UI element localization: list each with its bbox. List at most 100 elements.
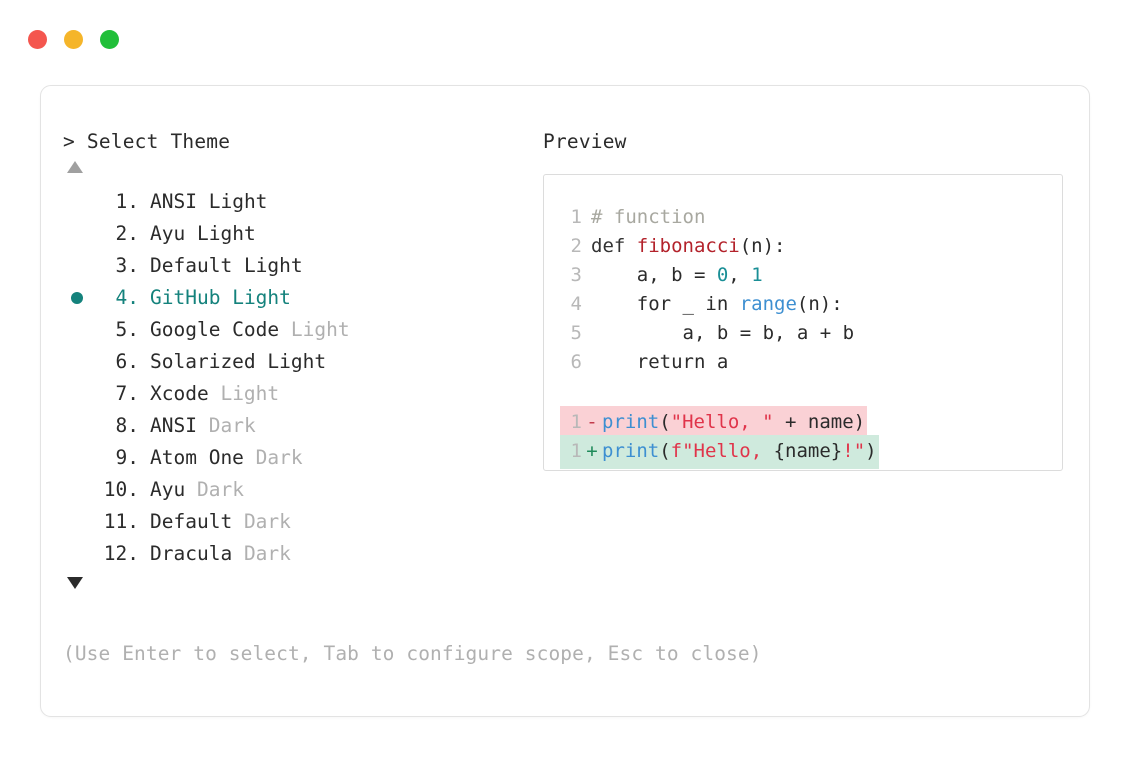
diff-sign: - bbox=[586, 411, 598, 433]
theme-name-separator bbox=[279, 314, 291, 346]
theme-index: 7. bbox=[115, 382, 139, 405]
theme-name-separator bbox=[244, 442, 256, 474]
code-token: ) bbox=[865, 440, 877, 462]
theme-name-separator bbox=[232, 506, 244, 538]
selected-bullet-icon bbox=[71, 292, 83, 304]
theme-name-separator bbox=[185, 474, 197, 506]
theme-index: 1. bbox=[115, 190, 139, 213]
theme-name: Xcode bbox=[150, 382, 209, 405]
scroll-down-indicator[interactable] bbox=[63, 570, 533, 596]
theme-list-item[interactable]: 11.Default Dark bbox=[63, 506, 533, 538]
code-token: fibonacci bbox=[636, 235, 740, 257]
theme-name-separator bbox=[209, 378, 221, 410]
theme-name: Ayu bbox=[150, 222, 186, 245]
code-line-text: a, b = b, a + b bbox=[582, 319, 855, 348]
code-token: (n): bbox=[796, 293, 843, 315]
code-line: 1# function bbox=[560, 203, 1062, 232]
code-token: a, b = bbox=[591, 264, 717, 286]
theme-name: ANSI bbox=[150, 414, 197, 437]
theme-name: GitHub bbox=[150, 286, 221, 309]
code-token: print bbox=[602, 440, 660, 462]
theme-name: Atom One bbox=[150, 446, 244, 469]
theme-index: 2. bbox=[115, 222, 139, 245]
code-token: f"Hello, bbox=[670, 440, 774, 462]
line-number: 2 bbox=[570, 235, 582, 257]
theme-list-item[interactable]: 1.ANSI Light bbox=[63, 186, 533, 218]
selection-bullet-slot bbox=[63, 346, 91, 378]
page-title: Select Theme bbox=[86, 130, 231, 153]
theme-list-item[interactable]: 12.Dracula Dark bbox=[63, 538, 533, 570]
theme-name: Ayu bbox=[150, 478, 186, 501]
theme-variant: Light bbox=[243, 254, 303, 277]
theme-list-item[interactable]: 2.Ayu Light bbox=[63, 218, 533, 250]
line-number: 6 bbox=[570, 351, 582, 373]
theme-variant: Dark bbox=[243, 542, 291, 565]
code-token: return a bbox=[591, 351, 729, 373]
code-line-text: def fibonacci(n): bbox=[582, 232, 785, 261]
theme-index: 11. bbox=[103, 510, 139, 533]
selection-bullet-slot bbox=[63, 250, 91, 282]
theme-variant: Light bbox=[220, 382, 280, 405]
preview-label: Preview bbox=[543, 130, 627, 153]
code-line: 6 return a bbox=[560, 348, 1062, 377]
theme-index: 5. bbox=[115, 318, 139, 341]
selection-bullet-slot bbox=[63, 314, 91, 346]
code-token: ( bbox=[659, 411, 671, 433]
code-token: "Hello, " bbox=[670, 411, 774, 433]
selection-bullet-slot bbox=[63, 282, 91, 314]
selection-bullet-slot bbox=[63, 538, 91, 570]
theme-list-item[interactable]: 4.GitHub Light bbox=[63, 282, 533, 314]
code-line-text: return a bbox=[582, 348, 729, 377]
theme-name-separator bbox=[197, 186, 209, 218]
triangle-up-icon bbox=[67, 161, 83, 173]
selection-bullet-slot bbox=[63, 506, 91, 538]
minimize-button[interactable] bbox=[64, 30, 83, 49]
theme-name-separator bbox=[197, 410, 209, 442]
code-token: print bbox=[602, 411, 660, 433]
diff-highlight: 1+print(f"Hello, {name}!") bbox=[560, 435, 879, 469]
theme-list-item[interactable]: 3.Default Light bbox=[63, 250, 533, 282]
theme-list-item[interactable]: 9.Atom One Dark bbox=[63, 442, 533, 474]
close-button[interactable] bbox=[28, 30, 47, 49]
code-token: range bbox=[739, 293, 797, 315]
code-token: def bbox=[591, 235, 637, 257]
keyboard-hint: (Use Enter to select, Tab to configure s… bbox=[63, 642, 762, 665]
code-token: 0 bbox=[716, 264, 729, 286]
code-token: # function bbox=[591, 206, 706, 228]
selection-bullet-slot bbox=[63, 218, 91, 250]
selection-bullet-slot bbox=[63, 474, 91, 506]
theme-list-item[interactable]: 7. Xcode Light bbox=[63, 378, 533, 410]
code-line: 3 a, b = 0, 1 bbox=[560, 261, 1062, 290]
code-token: 1 bbox=[751, 264, 763, 286]
theme-variant: Light bbox=[208, 190, 268, 213]
scroll-up-indicator[interactable] bbox=[63, 154, 533, 180]
theme-variant: Dark bbox=[208, 414, 256, 437]
maximize-button[interactable] bbox=[100, 30, 119, 49]
theme-list-item[interactable]: 5.Google Code Light bbox=[63, 314, 533, 346]
code-line-text: # function bbox=[582, 203, 705, 232]
prompt-caret-icon: > bbox=[63, 130, 75, 153]
line-number: 4 bbox=[570, 293, 582, 315]
theme-variant: Light bbox=[232, 286, 291, 309]
line-number: 5 bbox=[570, 322, 582, 344]
theme-name-separator bbox=[185, 218, 197, 250]
prompt-header: > Select Theme bbox=[63, 130, 533, 154]
theme-list-item[interactable]: 8.ANSI Dark bbox=[63, 410, 533, 442]
theme-index: 12. bbox=[103, 542, 139, 565]
diff-highlight: 1-print("Hello, " + name) bbox=[560, 406, 868, 440]
diff-sign: + bbox=[586, 440, 598, 462]
theme-name-separator bbox=[232, 538, 244, 570]
code-token: a, b = b, a + b bbox=[591, 322, 855, 344]
code-line-text: for _ in range(n): bbox=[582, 290, 843, 319]
theme-list-item[interactable]: 6.Solarized Light bbox=[63, 346, 533, 378]
theme-name-separator bbox=[220, 282, 232, 314]
diff-line-number: 1 bbox=[570, 440, 582, 462]
theme-list-item[interactable]: 10.Ayu Dark bbox=[63, 474, 533, 506]
selection-bullet-slot bbox=[63, 442, 91, 474]
theme-variant: Dark bbox=[196, 478, 244, 501]
